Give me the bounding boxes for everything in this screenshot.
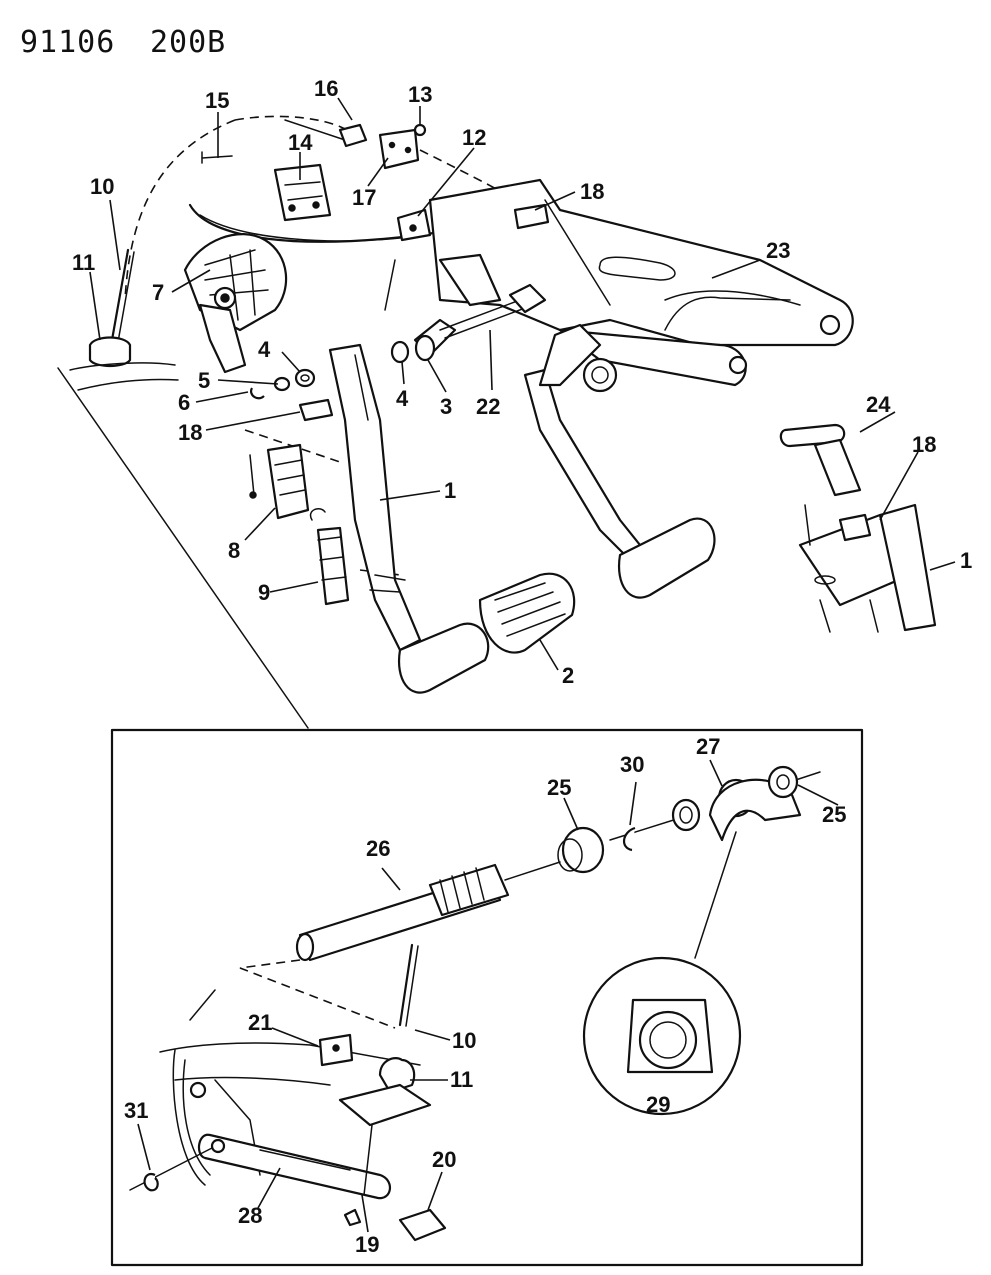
inset-assembly	[129, 759, 839, 1242]
drawing-id: 91106	[20, 25, 115, 60]
callout-25-right: 25	[822, 802, 846, 827]
upper-assembly	[57, 97, 956, 729]
callout-7: 7	[152, 280, 164, 305]
callout-17: 17	[352, 185, 376, 210]
callout-10-inset: 10	[452, 1028, 476, 1053]
callout-4-left: 4	[258, 337, 271, 362]
callout-4-right: 4	[396, 386, 409, 411]
callout-11-inset: 11	[450, 1067, 473, 1092]
callout-16: 16	[314, 76, 338, 101]
callout-27: 27	[696, 734, 720, 759]
callout-20: 20	[432, 1147, 456, 1172]
callout-21: 21	[248, 1010, 272, 1035]
callout-13: 13	[408, 82, 432, 107]
callout-1-main: 1	[444, 478, 456, 503]
callout-24: 24	[866, 392, 891, 417]
callout-18-top: 18	[580, 179, 604, 204]
callout-18-left: 18	[178, 420, 202, 445]
callout-labels: 15 16 13 12 14 17 18 23 10 11 7 4 5 6 18…	[72, 76, 972, 1257]
drawing-revision: 200B	[150, 25, 226, 60]
callout-25-left: 25	[547, 775, 571, 800]
callout-10-top: 10	[90, 174, 114, 199]
callout-8: 8	[228, 538, 240, 563]
callout-22: 22	[476, 394, 500, 419]
callout-6: 6	[178, 390, 190, 415]
callout-29: 29	[646, 1092, 670, 1117]
callout-26: 26	[366, 836, 390, 861]
callout-18-right: 18	[912, 432, 936, 457]
callout-28: 28	[238, 1203, 262, 1228]
callout-23: 23	[766, 238, 790, 263]
callout-11-top: 11	[72, 250, 95, 275]
callout-31: 31	[124, 1098, 148, 1123]
callout-1-right: 1	[960, 548, 972, 573]
callout-5: 5	[198, 368, 210, 393]
callout-14: 14	[288, 130, 313, 155]
detail-inset-frame	[110, 728, 864, 1267]
callout-12: 12	[462, 125, 486, 150]
callout-15: 15	[205, 88, 229, 113]
callout-19: 19	[355, 1232, 379, 1257]
callout-9: 9	[258, 580, 270, 605]
callout-2: 2	[562, 663, 574, 688]
callout-30: 30	[620, 752, 644, 777]
callout-3: 3	[440, 394, 452, 419]
